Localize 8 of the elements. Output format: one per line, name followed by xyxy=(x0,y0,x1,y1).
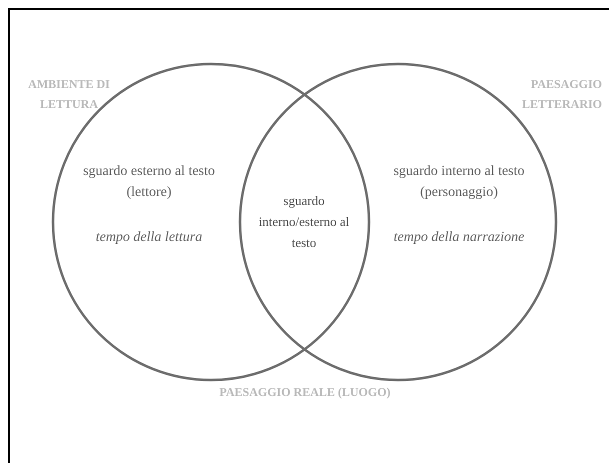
region-note: tempo della narrazione xyxy=(392,229,526,247)
set-heading: AMBIENTE DI LETTURA xyxy=(27,76,111,113)
set-heading: PAESAGGIO LETTERARIO xyxy=(520,76,602,113)
bottom-heading: PAESAGGIO REALE (LUOGO) xyxy=(218,384,392,401)
intersection-text: sguardo interno/esterno al testo xyxy=(258,192,350,252)
region-text: sguardo esterno al testo (lettore) xyxy=(82,163,216,202)
region-note: tempo della lettura xyxy=(94,229,204,247)
region-text: sguardo interno al testo (personaggio) xyxy=(392,163,526,202)
